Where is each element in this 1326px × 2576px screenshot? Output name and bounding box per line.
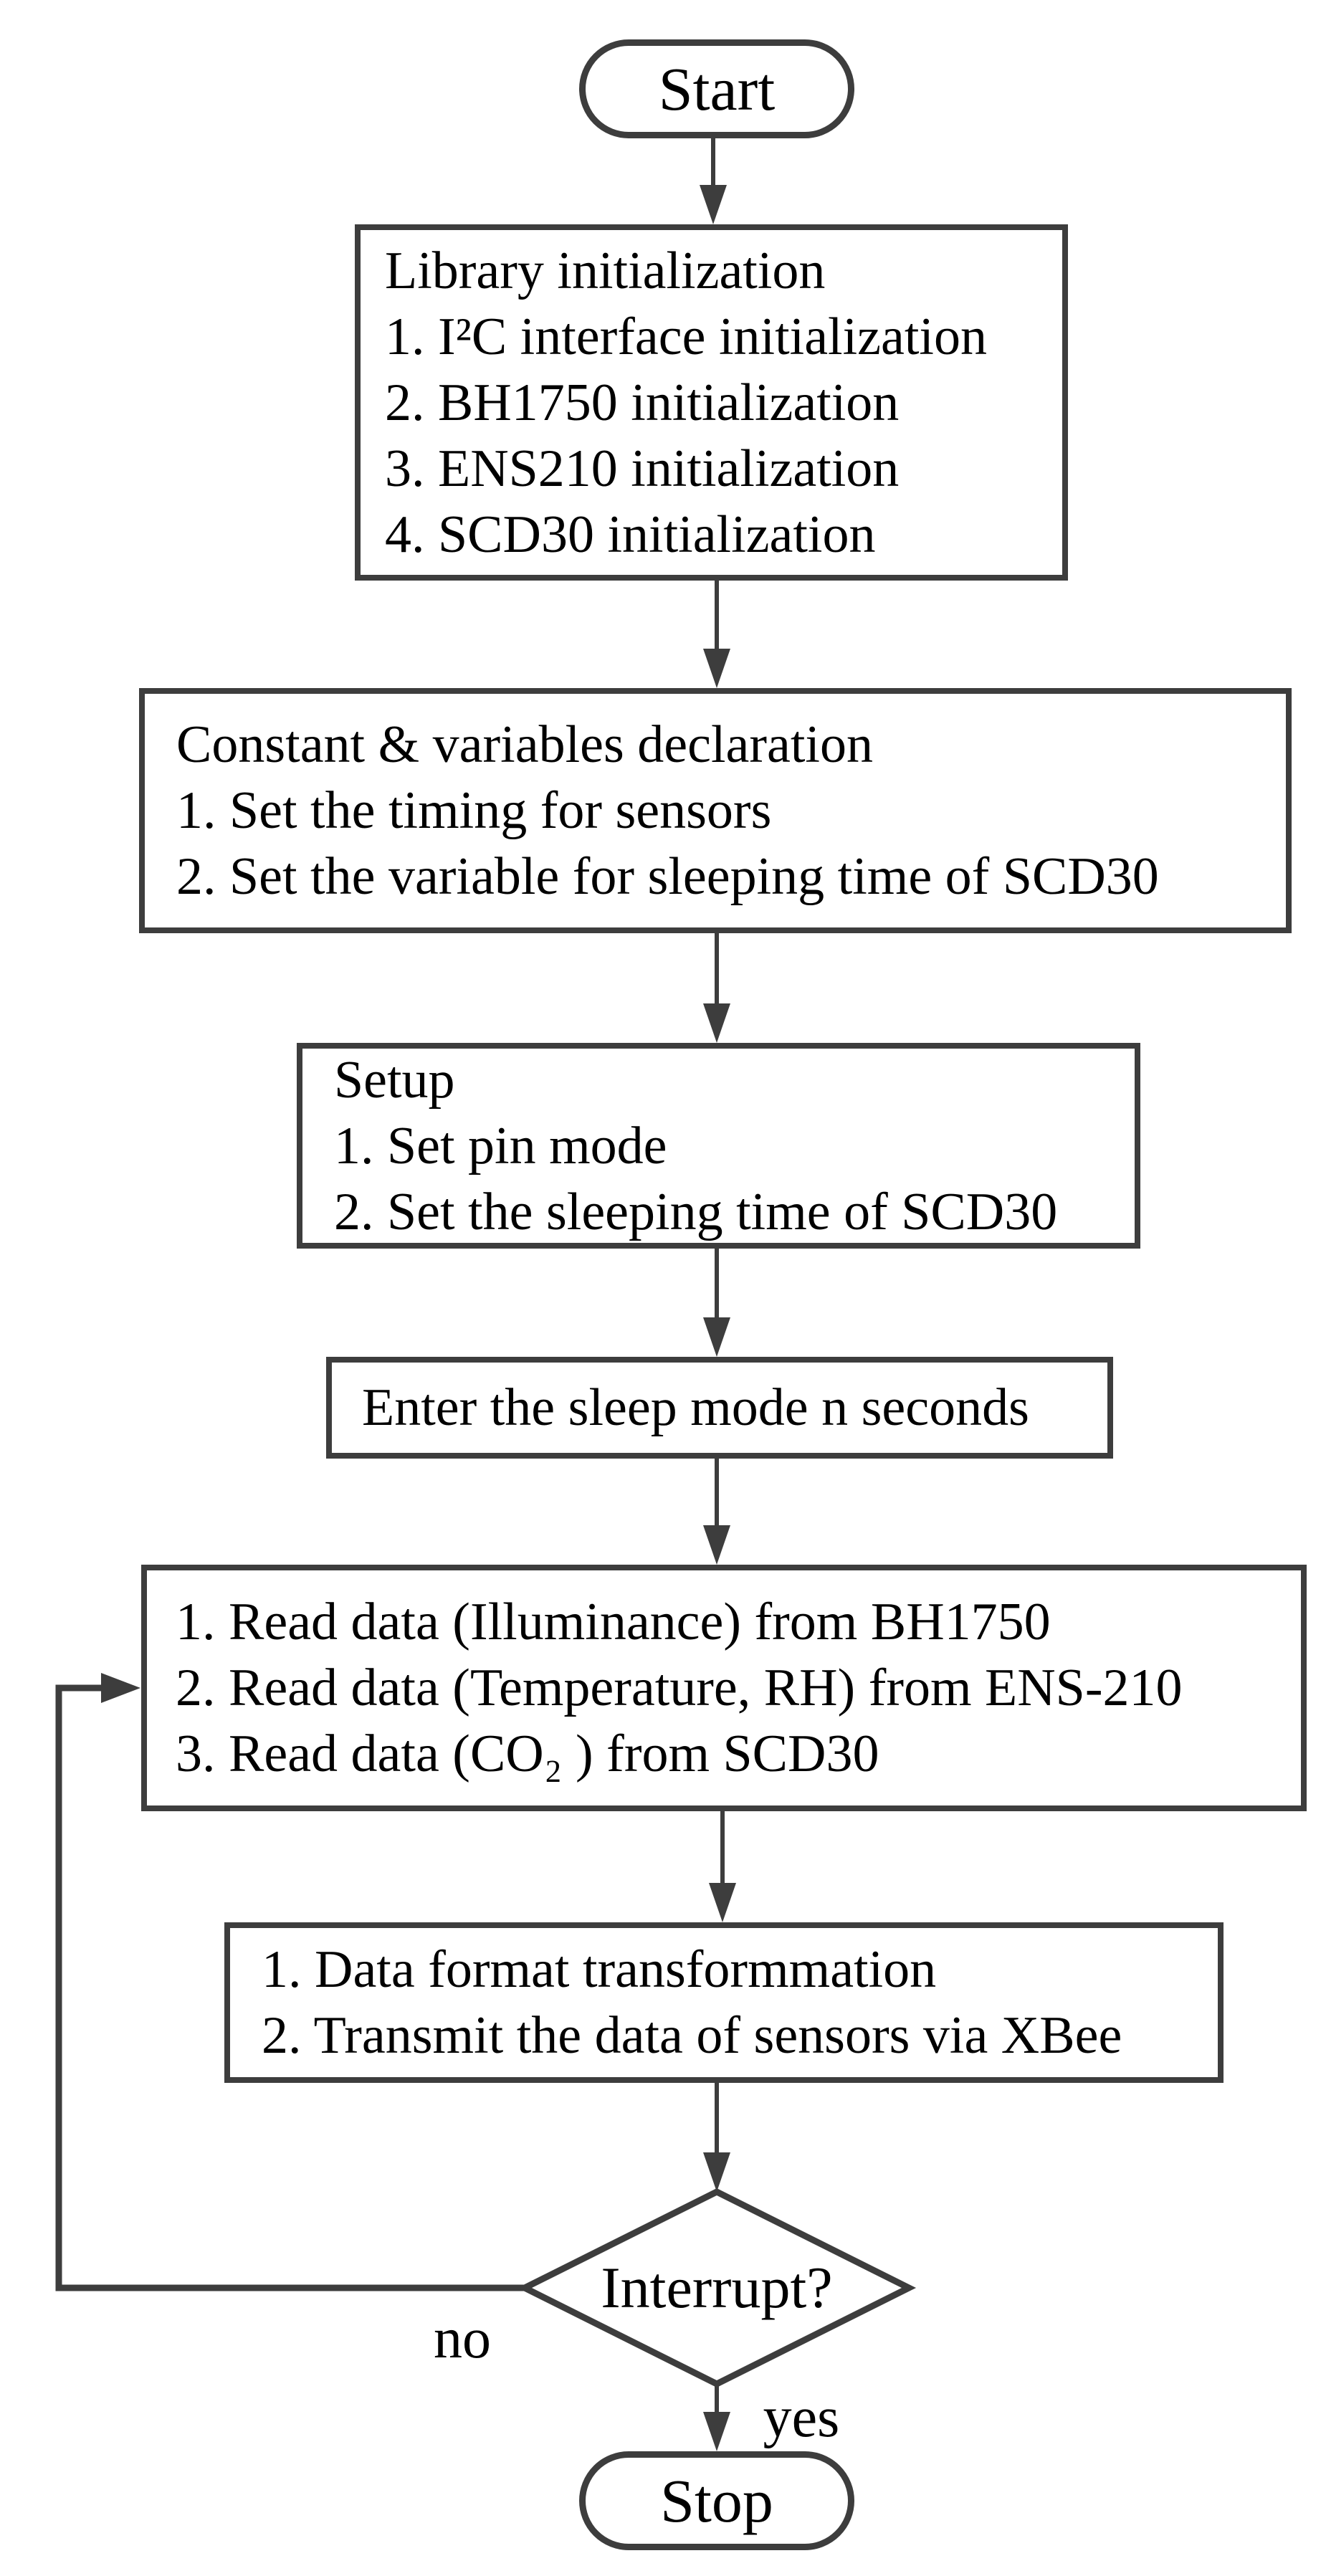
node-line: 2. Set the sleeping time of SCD30 bbox=[334, 1182, 1058, 1241]
node-library-initialization: Library initialization 1. I²C interface … bbox=[355, 224, 1068, 581]
edge-label-yes: yes bbox=[737, 2376, 866, 2458]
node-sleep-mode: Enter the sleep mode n seconds bbox=[326, 1357, 1113, 1459]
node-decision-interrupt: Interrupt? bbox=[525, 2192, 909, 2384]
node-setup: Setup 1. Set pin mode 2. Set the sleepin… bbox=[297, 1043, 1140, 1249]
node-line: Setup bbox=[334, 1050, 455, 1110]
node-stop: Stop bbox=[579, 2451, 854, 2550]
arrowhead-decision-stop bbox=[703, 2412, 730, 2451]
node-transform-transmit: 1. Data format transformmation 2. Transm… bbox=[224, 1922, 1224, 2083]
edge-label-yes-text: yes bbox=[763, 2385, 840, 2449]
arrowhead-loop-read bbox=[101, 1673, 140, 1703]
node-line: 2. BH1750 initialization bbox=[385, 373, 900, 432]
edge-label-no: no bbox=[398, 2297, 527, 2380]
node-line: 2. Set the variable for sleeping time of… bbox=[176, 847, 1159, 906]
node-line: 2. Read data (Temperature, RH) from ENS-… bbox=[176, 1659, 1183, 1717]
node-line: 1. Set pin mode bbox=[334, 1116, 667, 1175]
arrowhead-transmit-decision bbox=[703, 2152, 730, 2192]
node-stop-label: Stop bbox=[660, 2466, 773, 2535]
node-line: Constant & variables declaration bbox=[176, 715, 873, 774]
node-line: 1. Data format transformmation bbox=[262, 1940, 937, 1999]
arrowhead-setup-sleep bbox=[703, 1317, 730, 1357]
node-line: Enter the sleep mode n seconds bbox=[362, 1378, 1029, 1437]
node-start-label: Start bbox=[658, 54, 776, 123]
node-line: 3. ENS210 initialization bbox=[385, 439, 900, 498]
node-line: 1. Set the timing for sensors bbox=[176, 781, 772, 840]
node-read-data: 1. Read data (Illuminance) from BH1750 2… bbox=[141, 1565, 1307, 1811]
decision-label: Interrupt? bbox=[601, 2255, 833, 2320]
node-constants-declaration: Constant & variables declaration 1. Set … bbox=[139, 688, 1292, 933]
arrowhead-constants-setup bbox=[703, 1003, 730, 1043]
arrowhead-sleep-read bbox=[703, 1525, 730, 1565]
node-line: 3. Read data (CO₂ ) from SCD30 bbox=[176, 1725, 879, 1783]
decision-diamond bbox=[517, 2188, 917, 2388]
arrowhead-start-library bbox=[700, 185, 727, 224]
node-line: 2. Transmit the data of sensors via XBee bbox=[262, 2006, 1122, 2065]
node-line: 4. SCD30 initialization bbox=[385, 505, 876, 564]
node-line: 1. I²C interface initialization bbox=[385, 307, 987, 366]
node-line: Library initialization bbox=[385, 241, 826, 300]
arrowhead-read-transmit bbox=[709, 1883, 736, 1922]
node-line: 1. Read data (Illuminance) from BH1750 bbox=[176, 1593, 1051, 1651]
edge-decision-read-loop bbox=[55, 1684, 525, 2291]
node-start: Start bbox=[579, 39, 854, 138]
edge-label-no-text: no bbox=[434, 2307, 491, 2370]
arrowhead-library-constants bbox=[703, 649, 730, 688]
